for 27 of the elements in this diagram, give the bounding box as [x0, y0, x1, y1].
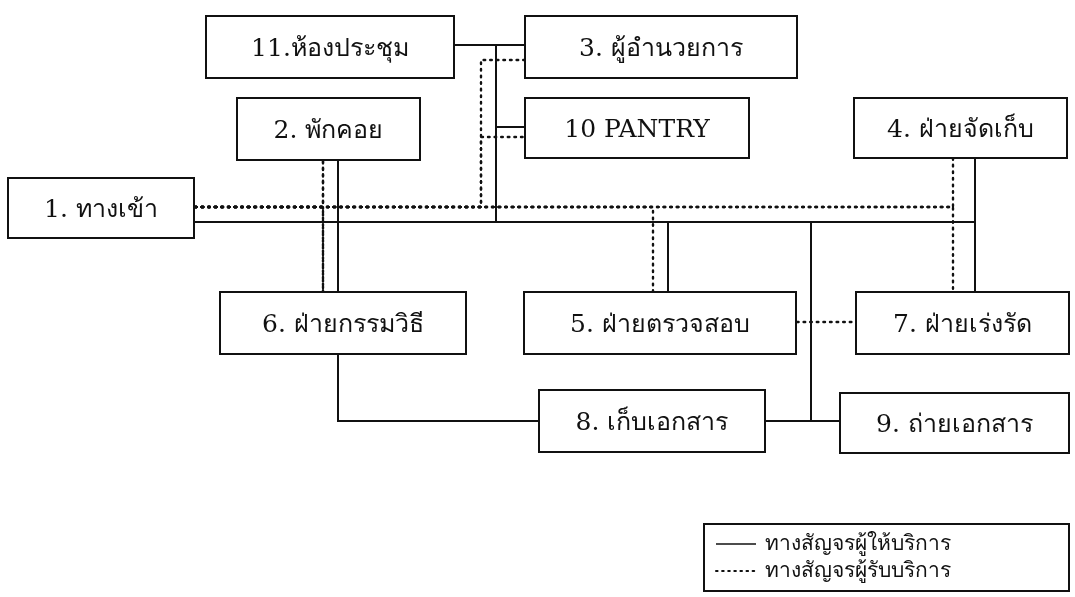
room-label: 7. ฝ่ายเร่งรัด [893, 308, 1032, 340]
room-box [855, 291, 1070, 355]
connector-line [337, 160, 339, 292]
room-label: 3. ผู้อำนวยการ [579, 32, 743, 65]
room-label: 4. ฝ่ายจัดเก็บ [887, 112, 1034, 145]
room-label: 9. ถ่ายเอกสาร [876, 408, 1033, 440]
room-label: 11.ห้องประชุม [251, 32, 409, 65]
connector-line [337, 354, 539, 422]
room-box [524, 15, 798, 79]
room-box [839, 392, 1070, 454]
room-label: 5. ฝ่ายตรวจสอบ [570, 308, 750, 340]
room-label: 1. ทางเข้า [44, 193, 158, 225]
legend-text: ทางสัญจรผู้รับบริการ [765, 559, 951, 583]
room-label: 8. เก็บเอกสาร [575, 405, 729, 438]
room-box [7, 177, 195, 239]
room-box [524, 97, 750, 159]
legend-text: ทางสัญจรผู้ให้บริการ [765, 532, 951, 556]
room-box [853, 97, 1068, 159]
room-box [205, 15, 455, 79]
room-label: 6. ฝ่ายกรรมวิธี [262, 308, 424, 340]
connector-line [765, 420, 840, 422]
room-box [538, 389, 766, 453]
room-box [523, 291, 797, 355]
room-box [236, 97, 421, 161]
room-label: 2. พักคอย [273, 114, 384, 146]
room-box [219, 291, 467, 355]
room-label: 10 PANTRY [564, 113, 710, 143]
